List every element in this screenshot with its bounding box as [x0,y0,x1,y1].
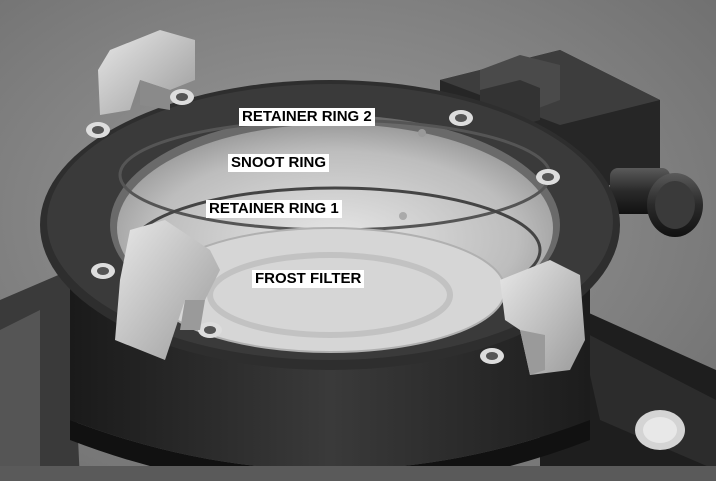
clip-top-left [98,30,195,115]
label-frost-filter: FROST FILTER [252,270,365,288]
label-retainer-ring-1: RETAINER RING 1 [206,200,342,218]
clip-bottom-left [115,220,220,360]
ring-screws [86,89,560,364]
base-plate-edge [0,310,40,481]
clip-bottom-right [500,260,585,375]
label-snoot-ring: SNOOT RING [228,154,330,172]
label-retainer-ring-2: RETAINER RING 2 [239,108,375,126]
